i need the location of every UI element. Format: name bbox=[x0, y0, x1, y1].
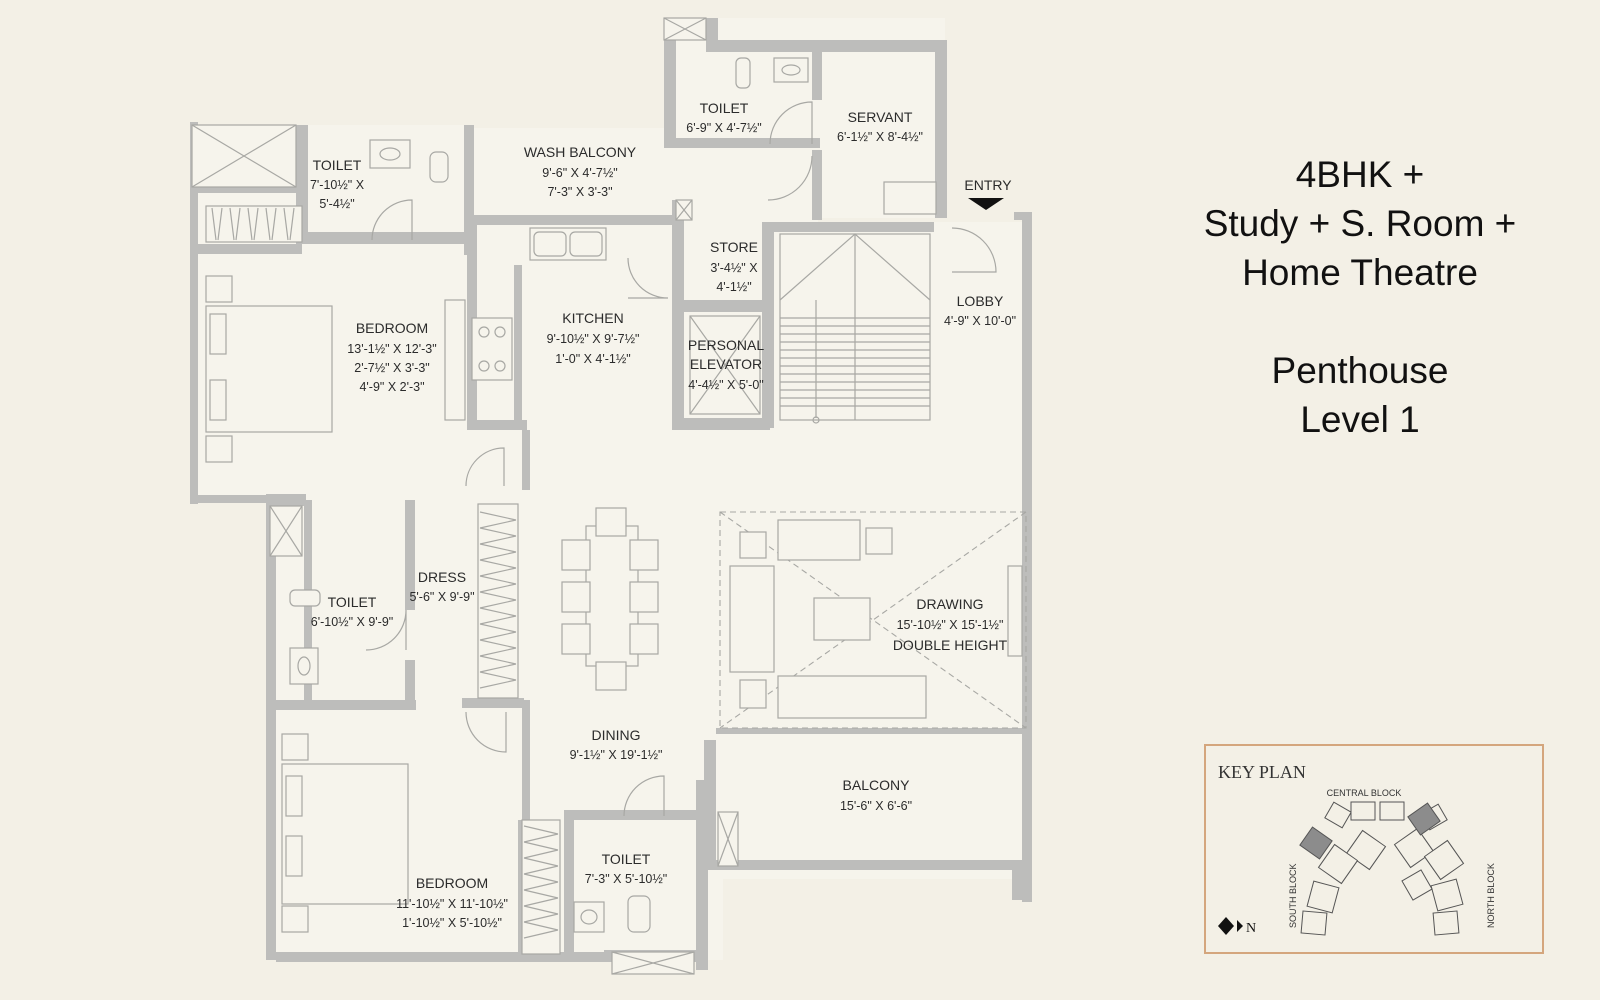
svg-text:7'-3" X 5'-10½": 7'-3" X 5'-10½" bbox=[585, 872, 667, 886]
title-line-1: 4BHK + bbox=[1295, 154, 1425, 195]
room-servant: SERVANT 6'-1½" X 8'-4½" bbox=[837, 109, 923, 144]
svg-text:LOBBY: LOBBY bbox=[957, 293, 1004, 309]
room-store: STORE 3'-4½" X 4'-1½" bbox=[710, 239, 758, 294]
room-balcony: BALCONY 15'-6" X 6'-6" bbox=[840, 777, 912, 813]
svg-text:TOILET: TOILET bbox=[700, 100, 749, 116]
sanitary-fixtures bbox=[289, 57, 937, 933]
svg-text:4'-9" X 2'-3": 4'-9" X 2'-3" bbox=[359, 380, 424, 394]
highlighted-block-south bbox=[1299, 826, 1333, 860]
kitchen-fixtures bbox=[444, 227, 607, 421]
title-line-3: Home Theatre bbox=[1242, 252, 1478, 293]
svg-text:11'-10½" X 11'-10½": 11'-10½" X 11'-10½" bbox=[396, 897, 508, 911]
svg-text:6'-9" X 4'-7½": 6'-9" X 4'-7½" bbox=[686, 121, 762, 135]
title-line-4: Penthouse bbox=[1271, 350, 1449, 391]
svg-text:SERVANT: SERVANT bbox=[848, 109, 913, 125]
svg-text:4'-1½": 4'-1½" bbox=[716, 280, 751, 294]
svg-text:2'-7½" X 3'-3": 2'-7½" X 3'-3" bbox=[354, 361, 430, 375]
svg-text:5'-4½": 5'-4½" bbox=[319, 197, 354, 211]
room-toilet-mid: TOILET 6'-10½" X 9'-9" bbox=[311, 594, 393, 629]
svg-text:BEDROOM: BEDROOM bbox=[416, 875, 488, 891]
room-bedroom-bottom: BEDROOM 11'-10½" X 11'-10½" 1'-10½" X 5'… bbox=[396, 875, 508, 930]
svg-text:7'-10½" X: 7'-10½" X bbox=[310, 178, 365, 192]
svg-text:9'-1½" X 19'-1½": 9'-1½" X 19'-1½" bbox=[570, 748, 663, 762]
key-plan-diagram: CENTRAL BLOCK SOUTH BLOCK NORTH BLOCK N bbox=[1218, 788, 1496, 936]
door-swings bbox=[365, 101, 997, 817]
room-bedroom-top: BEDROOM 13'-1½" X 12'-3" 2'-7½" X 3'-3" … bbox=[347, 320, 436, 394]
elevator-car bbox=[689, 315, 761, 415]
floor-plan: ENTRY TOILET 6'-9" X 4'-7½" SERVANT 6'-1… bbox=[190, 17, 1032, 975]
title-line-2: Study + S. Room + bbox=[1203, 203, 1517, 244]
svg-text:DOUBLE HEIGHT: DOUBLE HEIGHT bbox=[893, 637, 1008, 653]
south-block-label: SOUTH BLOCK bbox=[1288, 863, 1298, 928]
title-line-5: Level 1 bbox=[1300, 399, 1420, 440]
entry-label: ENTRY bbox=[964, 177, 1012, 193]
svg-text:9'-10½" X 9'-7½": 9'-10½" X 9'-7½" bbox=[547, 332, 640, 346]
room-lobby: LOBBY 4'-9" X 10'-0" bbox=[944, 293, 1016, 328]
svg-text:4'-4½" X 5'-0": 4'-4½" X 5'-0" bbox=[688, 378, 764, 392]
svg-text:DINING: DINING bbox=[592, 727, 641, 743]
bed-top bbox=[205, 275, 333, 463]
north-block-label: NORTH BLOCK bbox=[1486, 863, 1496, 928]
svg-text:ELEVATOR: ELEVATOR bbox=[690, 356, 762, 372]
room-kitchen: KITCHEN 9'-10½" X 9'-7½" 1'-0" X 4'-1½" bbox=[547, 310, 640, 366]
svg-text:4'-9" X 10'-0": 4'-9" X 10'-0" bbox=[944, 314, 1016, 328]
svg-text:DRESS: DRESS bbox=[418, 569, 466, 585]
room-toilet-servant: TOILET 6'-9" X 4'-7½" bbox=[686, 100, 762, 135]
staircase bbox=[779, 233, 931, 424]
svg-text:TOILET: TOILET bbox=[313, 157, 362, 173]
svg-text:9'-6" X 4'-7½": 9'-6" X 4'-7½" bbox=[542, 166, 618, 180]
shafts bbox=[191, 17, 739, 975]
svg-text:PERSONAL: PERSONAL bbox=[688, 337, 764, 353]
dining-table bbox=[561, 507, 659, 691]
drawing-area bbox=[719, 511, 1027, 729]
svg-text:3'-4½" X: 3'-4½" X bbox=[710, 261, 758, 275]
svg-text:TOILET: TOILET bbox=[328, 594, 377, 610]
key-plan: KEY PLAN CENTRAL BLOCK SOUTH BLOCK NORTH… bbox=[1204, 744, 1544, 954]
room-toilet-top-left: TOILET 7'-10½" X 5'-4½" bbox=[310, 157, 365, 211]
svg-text:13'-1½" X 12'-3": 13'-1½" X 12'-3" bbox=[347, 342, 436, 356]
svg-text:6'-10½" X 9'-9": 6'-10½" X 9'-9" bbox=[311, 615, 393, 629]
svg-text:KITCHEN: KITCHEN bbox=[562, 310, 623, 326]
room-wash-balcony: WASH BALCONY 9'-6" X 4'-7½" 7'-3" X 3'-3… bbox=[524, 144, 637, 199]
bed-bottom bbox=[281, 733, 409, 933]
highlighted-block-north bbox=[1407, 802, 1441, 836]
svg-text:1'-0" X 4'-1½": 1'-0" X 4'-1½" bbox=[555, 352, 631, 366]
svg-text:6'-1½" X 8'-4½": 6'-1½" X 8'-4½" bbox=[837, 130, 923, 144]
wardrobes bbox=[205, 205, 561, 955]
svg-text:5'-6" X 9'-9": 5'-6" X 9'-9" bbox=[409, 590, 474, 604]
central-block-label: CENTRAL BLOCK bbox=[1327, 788, 1402, 798]
room-drawing: DRAWING 15'-10½" X 15'-1½" DOUBLE HEIGHT bbox=[893, 596, 1008, 653]
svg-text:15'-6" X 6'-6": 15'-6" X 6'-6" bbox=[840, 799, 912, 813]
svg-text:TOILET: TOILET bbox=[602, 851, 651, 867]
plan-title: 4BHK + Study + S. Room + Home Theatre Pe… bbox=[1180, 150, 1540, 444]
room-dining: DINING 9'-1½" X 19'-1½" bbox=[570, 727, 663, 762]
north-arrow-icon bbox=[1218, 917, 1243, 935]
svg-text:STORE: STORE bbox=[710, 239, 758, 255]
svg-text:1'-10½" X 5'-10½": 1'-10½" X 5'-10½" bbox=[402, 916, 502, 930]
svg-text:15'-10½" X 15'-1½": 15'-10½" X 15'-1½" bbox=[897, 618, 1004, 632]
svg-text:BALCONY: BALCONY bbox=[843, 777, 911, 793]
north-label: N bbox=[1246, 921, 1256, 936]
walls bbox=[190, 18, 1032, 970]
room-toilet-bottom: TOILET 7'-3" X 5'-10½" bbox=[585, 851, 667, 886]
svg-text:WASH BALCONY: WASH BALCONY bbox=[524, 144, 637, 160]
svg-text:DRAWING: DRAWING bbox=[916, 596, 983, 612]
svg-text:BEDROOM: BEDROOM bbox=[356, 320, 428, 336]
room-personal-elevator: PERSONAL ELEVATOR 4'-4½" X 5'-0" bbox=[688, 337, 764, 392]
key-plan-title: KEY PLAN bbox=[1218, 762, 1306, 782]
entry-arrow bbox=[968, 198, 1004, 210]
room-dress: DRESS 5'-6" X 9'-9" bbox=[409, 569, 474, 604]
svg-text:7'-3" X 3'-3": 7'-3" X 3'-3" bbox=[547, 185, 612, 199]
